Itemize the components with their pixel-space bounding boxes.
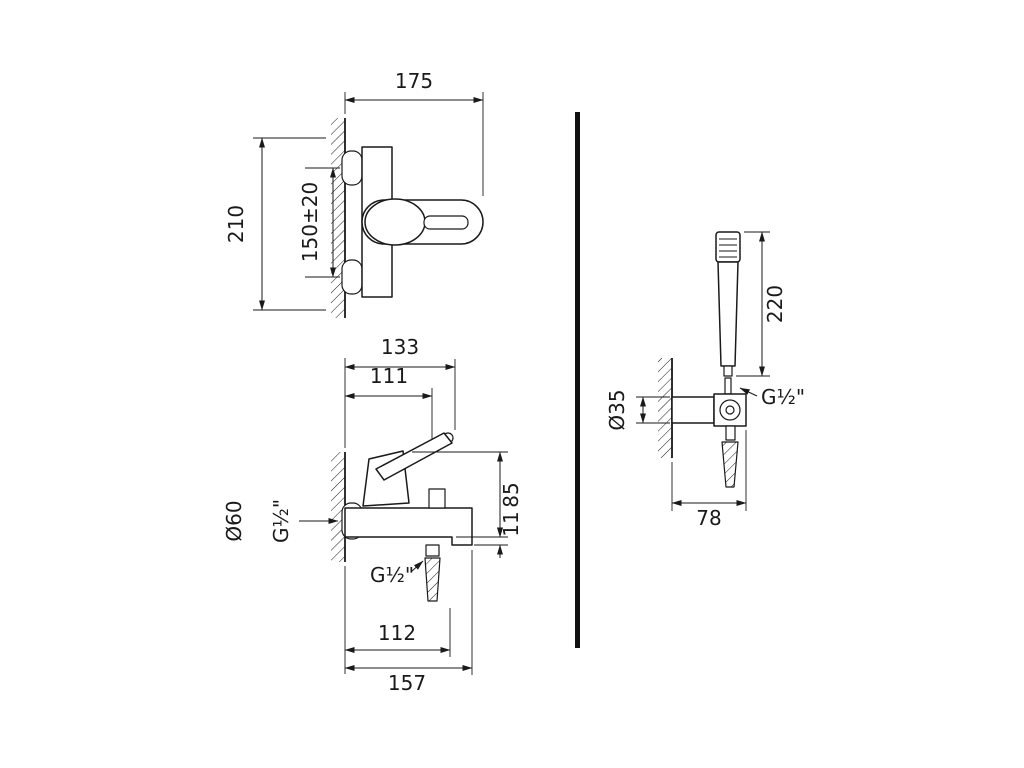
dim-side-top-width-label: 133 <box>381 335 419 359</box>
shower-handle <box>717 261 739 367</box>
handle-lever-side <box>375 432 453 481</box>
dim-inlet-thread-label: G½" <box>269 499 293 543</box>
mixer-body-side <box>344 507 473 546</box>
dim-connection-centers: 150±20 <box>298 167 340 278</box>
dim-side-lower-width-label: 112 <box>378 621 416 645</box>
mixer-front-view: 175 210 150±20 <box>224 69 484 318</box>
dim-bracket-flange-label: Ø35 <box>605 389 629 430</box>
dim-shower-thread-label: G½" <box>761 385 805 409</box>
dim-flange-label: Ø60 <box>222 500 246 541</box>
outlet-stem <box>425 544 440 557</box>
dim-front-height-label: 210 <box>224 205 248 243</box>
top-eccentric-connector <box>341 150 363 186</box>
dim-side-inner-width: 111 <box>344 364 433 446</box>
handshower-view: 220 G½" Ø35 78 <box>605 231 805 530</box>
dim-side-top-width: 133 <box>344 335 456 448</box>
diverter-knob <box>428 488 446 509</box>
dim-side-total-width-label: 157 <box>388 671 426 695</box>
dim-side-height: 85 11 <box>412 451 523 558</box>
dim-shower-length-label: 220 <box>763 285 787 323</box>
dim-shower-length: 220 <box>736 231 787 377</box>
outlet-thread-connector <box>424 557 441 602</box>
outlet-circle-inner <box>725 405 735 415</box>
handle-lever <box>423 215 469 230</box>
bracket-arm <box>671 396 715 424</box>
dim-side-lower-width: 112 <box>344 566 451 674</box>
dim-bracket-flange: Ø35 <box>605 389 670 431</box>
hose-thread-connector <box>721 441 739 488</box>
handle-escutcheon <box>364 198 426 246</box>
dim-side-lip-label: 11 <box>499 511 523 536</box>
dim-front-width: 175 <box>344 69 484 196</box>
label-outlet-thread: G½" <box>370 560 424 587</box>
hose-stem <box>725 425 736 441</box>
shower-inlet-stub <box>723 365 733 377</box>
wall-hatch-side <box>331 452 345 562</box>
label-shower-thread: G½" <box>739 385 805 409</box>
bottom-eccentric-connector <box>341 259 363 295</box>
dim-front-width-label: 175 <box>395 69 433 93</box>
wall-hatch-bracket <box>658 358 672 458</box>
dim-side-height-label: 85 <box>499 482 523 507</box>
dim-bracket-depth-label: 78 <box>696 506 721 530</box>
mixer-side-view: 133 111 85 11 <box>222 335 523 695</box>
dim-connection-centers-label: 150±20 <box>298 182 322 262</box>
dim-side-inner-width-label: 111 <box>370 364 408 388</box>
shower-joint <box>724 377 732 395</box>
dim-front-height: 210 <box>224 137 326 311</box>
dim-side-total-width: 157 <box>344 550 473 695</box>
label-inlet-flange: Ø60 G½" <box>222 499 339 543</box>
dim-outlet-thread-label: G½" <box>370 563 414 587</box>
divider-line <box>575 112 580 648</box>
dim-bracket-depth: 78 <box>671 430 747 530</box>
